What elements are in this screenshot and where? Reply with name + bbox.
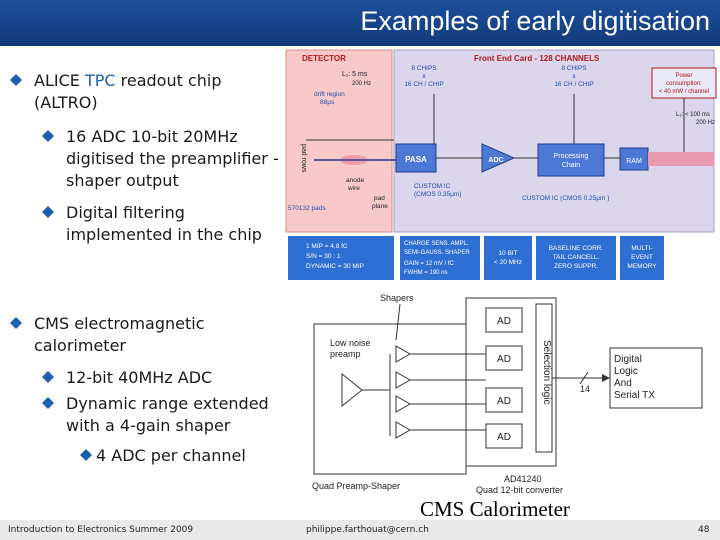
title-bar: Examples of early digitisation [0, 0, 720, 46]
svg-text:8 CHIPS: 8 CHIPS [561, 65, 587, 72]
shapers-label: Shapers [380, 293, 414, 303]
svg-text:Quad 12-bit converter: Quad 12-bit converter [476, 485, 563, 495]
svg-text:200 Hz: 200 Hz [696, 120, 715, 126]
svg-text:AD: AD [497, 396, 511, 407]
quad-preamp-label: Quad Preamp-Shaper [312, 481, 400, 491]
svg-text:EVENT: EVENT [631, 254, 653, 261]
svg-text:Power: Power [675, 73, 692, 79]
svg-text:Serial TX: Serial TX [614, 390, 655, 401]
svg-text:10 BIT: 10 BIT [498, 250, 517, 257]
svg-text:plane: plane [372, 203, 388, 210]
alice-spec-boxes: 1 MIP = 4.8 fC S/N = 30 : 1 DYNAMIC = 30… [288, 236, 664, 280]
footer-email: philippe.farthouat@cern.ch [306, 525, 429, 535]
cms-caption: CMS Calorimeter [420, 497, 570, 521]
pad-plane-label: pad [374, 195, 385, 202]
bullet-cms-sub-3: 4 ADC per channel [80, 445, 316, 467]
bullet-cms-sub-2: Dynamic range extended with a 4-gain sha… [42, 393, 286, 437]
svg-text:GAIN = 12 mV / fC: GAIN = 12 mV / fC [404, 261, 455, 267]
diamond-bullet-icon [10, 317, 22, 329]
pasa-block [395, 143, 437, 173]
svg-text:BASELINE CORR.: BASELINE CORR. [549, 245, 604, 252]
pads-count-label: 570132 pads [288, 205, 326, 212]
svg-text:200 Hz: 200 Hz [352, 81, 371, 87]
custom-ic-left-label: CUSTOM IC [414, 183, 451, 190]
bullet-alice-text: ALICE TPC readout chip (ALTRO) [34, 71, 222, 112]
svg-text:consumption:: consumption: [666, 81, 702, 87]
svg-text:1 MIP = 4.8 fC: 1 MIP = 4.8 fC [306, 243, 348, 250]
diamond-bullet-icon [80, 449, 92, 461]
svg-text:Selection logic: Selection logic [541, 340, 552, 404]
svg-text:16 CH / CHIP: 16 CH / CHIP [404, 81, 443, 88]
quad-adc-box [465, 297, 557, 467]
svg-text:AD: AD [497, 354, 511, 365]
svg-text:ZERO SUPPR.: ZERO SUPPR. [554, 263, 598, 270]
svg-text:x: x [422, 73, 426, 80]
diamond-bullet-icon [42, 130, 54, 142]
svg-text:SEMI-GAUSS. SHAPER: SEMI-GAUSS. SHAPER [404, 250, 470, 256]
svg-text:CHARGE SENS. AMPL.: CHARGE SENS. AMPL. [404, 241, 469, 247]
svg-text:MEMORY: MEMORY [627, 263, 657, 270]
shaper-triangles [395, 345, 412, 439]
digital-logic-block [609, 347, 703, 409]
diamond-bullet-icon [42, 206, 54, 218]
svg-text:Chain: Chain [562, 162, 580, 169]
diamond-bullet-icon [42, 397, 54, 409]
svg-text:< 40 mW / channel: < 40 mW / channel [659, 89, 709, 95]
drift-region-label: drift region [314, 91, 345, 98]
svg-text:DYNAMIC = 30 MIP: DYNAMIC = 30 MIP [306, 263, 364, 270]
svg-text:L₂: < 100 ms: L₂: < 100 ms [676, 112, 710, 118]
output-bus [648, 152, 714, 166]
processing-chain-block [537, 143, 605, 177]
svg-text:ADC: ADC [488, 157, 503, 164]
pad-rows-label: pad rows [300, 144, 307, 173]
fec-label: Front End Card - 128 CHANNELS [474, 54, 600, 63]
cms-block-diagram: Shapers Low noise preamp AD AD AD AD Sel… [312, 293, 703, 495]
svg-text:wire: wire [347, 185, 360, 192]
diamond-bullet-icon [10, 74, 22, 86]
svg-text:8 CHIPS: 8 CHIPS [411, 65, 437, 72]
power-box [651, 67, 717, 99]
svg-text:preamp: preamp [330, 349, 361, 359]
svg-text:< 20 MHz: < 20 MHz [494, 259, 522, 266]
l1-label: L₁: 5 ms [342, 71, 368, 78]
bullet-cms-sub-1: 12-bit 40MHz ADC [42, 367, 286, 389]
svg-text:And: And [614, 378, 632, 389]
diamond-bullet-icon [42, 371, 54, 383]
svg-text:TAIL CANCELL.: TAIL CANCELL. [553, 254, 600, 261]
anode-wire-label: anode [346, 177, 364, 184]
svg-text:16 CH / CHIP: 16 CH / CHIP [554, 81, 593, 88]
svg-text:RAM: RAM [626, 158, 642, 165]
svg-text:PASA: PASA [405, 155, 427, 164]
bullet-alice-sub-2: Digital filtering implemented in the chi… [42, 202, 286, 246]
slide-title: Examples of early digitisation [360, 6, 710, 36]
adc-part-label: AD41240 [504, 474, 542, 484]
footer-course: Introduction to Electronics Summer 2009 [8, 525, 194, 535]
custom-ic-right-label: CUSTOM IC (CMOS 0.25μm ) [522, 195, 609, 202]
bullet-alice-sub-1: 16 ADC 10-bit 20MHz digitised the preamp… [42, 126, 286, 192]
detector-label: DETECTOR [302, 54, 346, 63]
svg-text:AD: AD [497, 432, 511, 443]
preamp-label: Low noise [330, 338, 371, 348]
bus-width-label: 14 [580, 384, 590, 394]
svg-text:AD: AD [497, 316, 511, 327]
svg-text:Logic: Logic [614, 366, 638, 377]
svg-text:MULTI-: MULTI- [631, 245, 652, 252]
svg-text:FWHM = 190 ns: FWHM = 190 ns [404, 270, 448, 276]
detector-panel [285, 49, 393, 233]
altro-block-diagram: DETECTOR Front End Card - 128 CHANNELS L… [284, 48, 718, 286]
svg-text:Processing: Processing [554, 153, 589, 160]
footer: Introduction to Electronics Summer 2009 … [0, 520, 720, 540]
bullet-cms: CMS electromagnetic calorimeter [10, 313, 254, 357]
ad-blocks: AD AD AD AD [485, 307, 523, 449]
svg-text:S/N = 30 : 1: S/N = 30 : 1 [306, 253, 341, 260]
page-number: 48 [698, 525, 710, 535]
svg-text:x: x [572, 73, 576, 80]
svg-text:(CMOS 0.35μm): (CMOS 0.35μm) [414, 191, 461, 198]
preamp-triangle [341, 372, 363, 408]
bullet-alice: ALICE TPC readout chip (ALTRO) [10, 70, 284, 114]
svg-text:88μs: 88μs [320, 99, 335, 106]
svg-text:Digital: Digital [614, 354, 642, 365]
